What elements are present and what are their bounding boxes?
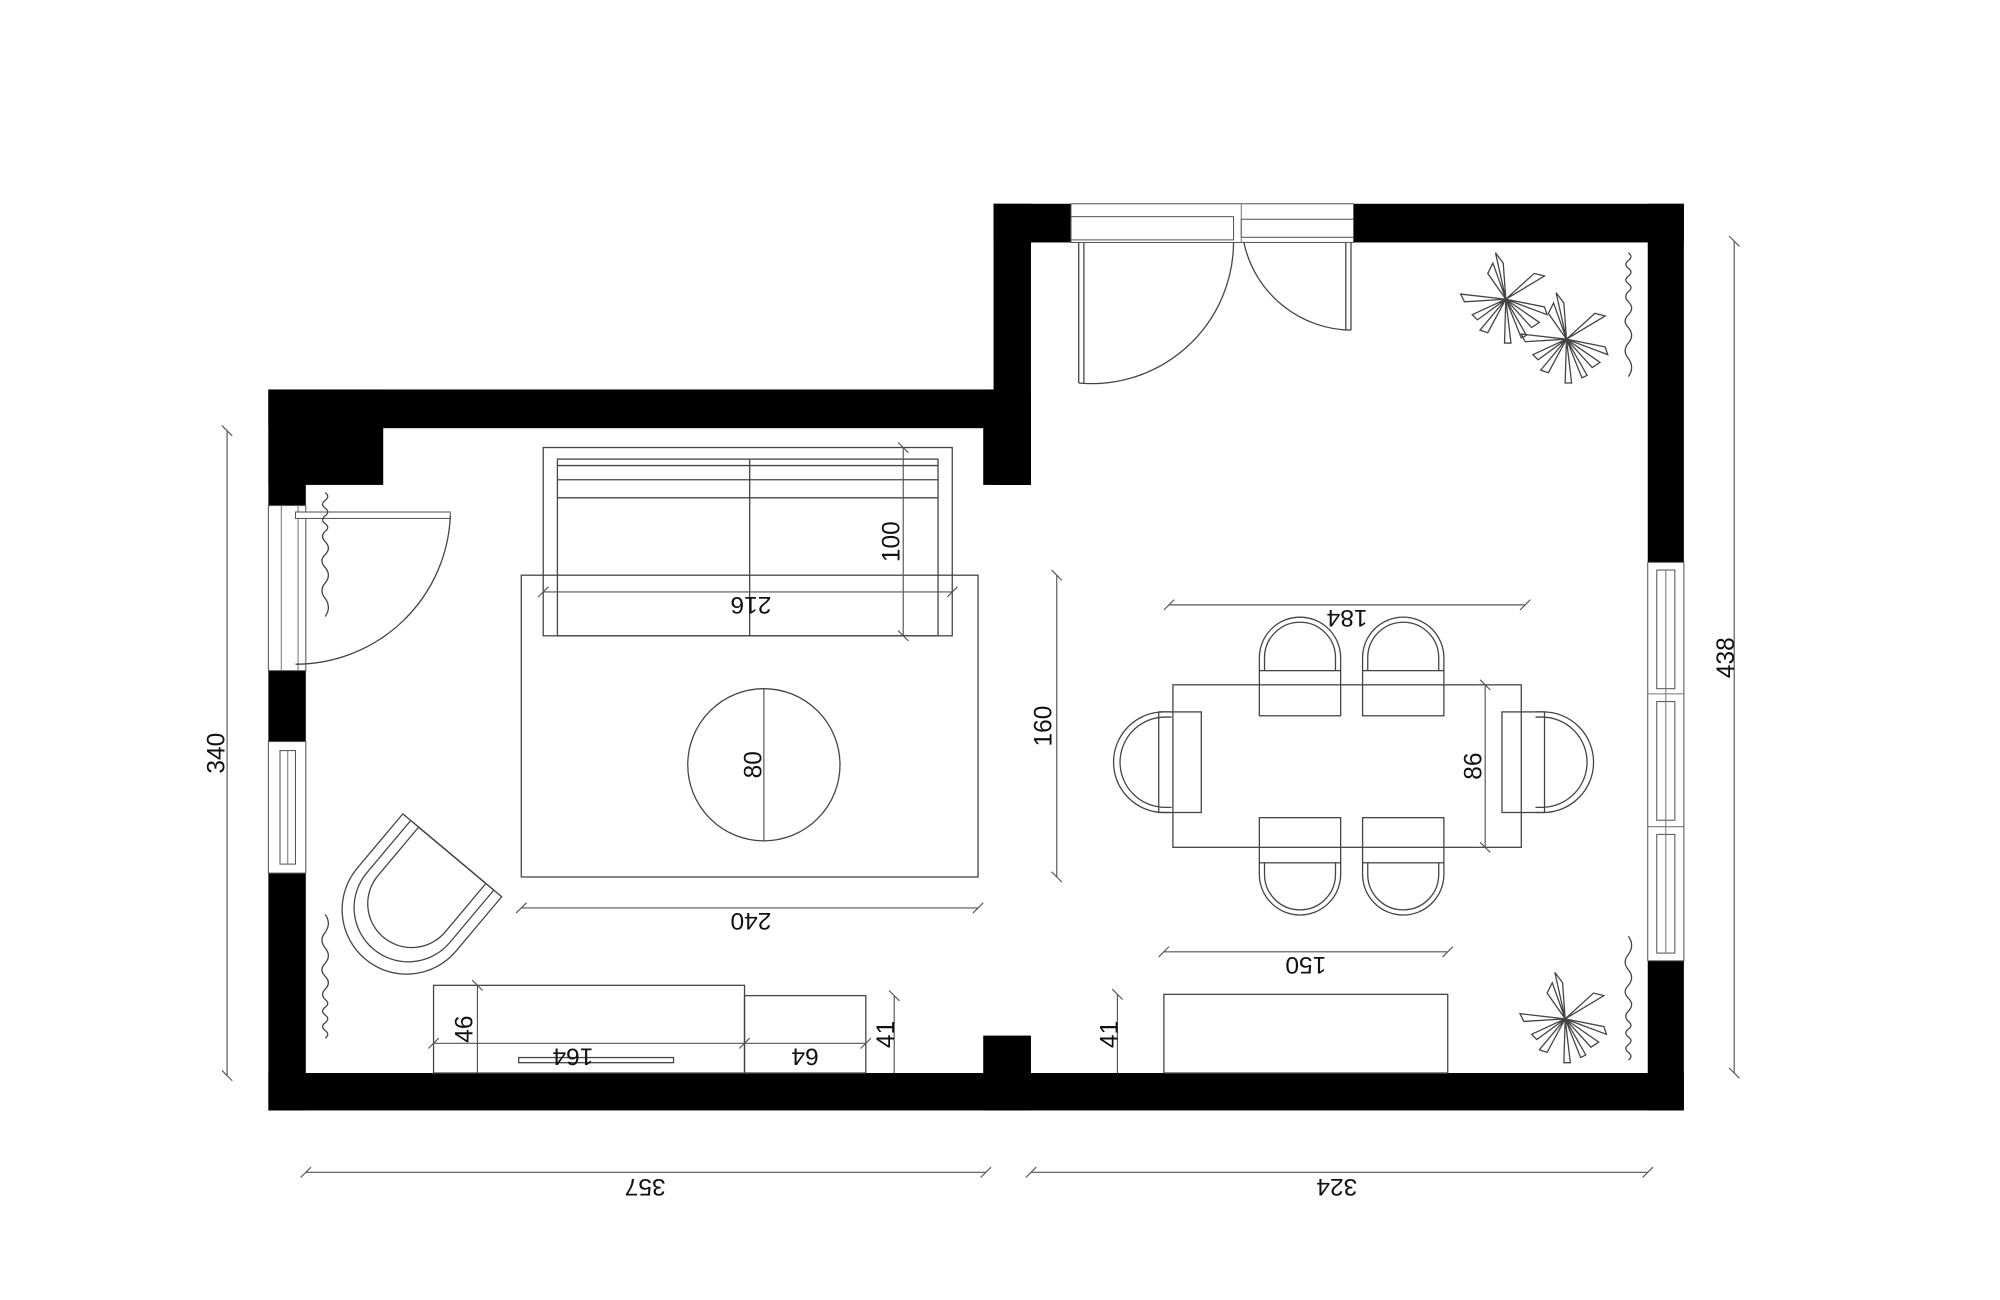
dining-chair[interactable] bbox=[1361, 616, 1445, 717]
curtain-icon bbox=[321, 914, 330, 1039]
dim-label-right-room-height: 438 bbox=[1713, 637, 1740, 678]
dining-table[interactable] bbox=[1172, 684, 1522, 848]
double-entry-door[interactable] bbox=[1070, 203, 1355, 385]
wall-right-upper bbox=[1647, 203, 1684, 563]
curtain-icon bbox=[1624, 935, 1633, 1061]
dining-chair[interactable] bbox=[1361, 817, 1445, 916]
sideboard[interactable] bbox=[1163, 993, 1449, 1074]
curtain-icon bbox=[1624, 252, 1633, 377]
balcony-door[interactable] bbox=[267, 505, 451, 672]
dim-label-rug-depth: 160 bbox=[1031, 706, 1058, 747]
left-window[interactable] bbox=[267, 741, 307, 874]
wall-left-middle bbox=[268, 670, 306, 742]
dimension-lines bbox=[221, 235, 1740, 1178]
walls bbox=[268, 203, 1684, 1111]
dim-label-sideboard-depth: 41 bbox=[1096, 1021, 1123, 1048]
dining-chair[interactable] bbox=[1501, 711, 1595, 814]
wall-left-lower bbox=[268, 873, 306, 1111]
dim-label-side-cabinet-depth: 41 bbox=[873, 1021, 900, 1048]
side-cabinet[interactable] bbox=[743, 994, 867, 1074]
dim-label-left-room-height: 340 bbox=[204, 733, 231, 774]
wall-right-lower bbox=[1647, 960, 1684, 1111]
wall-top-right-b bbox=[1353, 203, 1684, 243]
dim-label-sideboard-width: 150 bbox=[1285, 951, 1326, 978]
right-window[interactable] bbox=[1647, 561, 1685, 962]
dim-label-right-room-width: 324 bbox=[1316, 1173, 1357, 1200]
wall-right-room-left bbox=[993, 203, 1031, 485]
round-coffee-table[interactable] bbox=[687, 688, 841, 842]
armchair[interactable] bbox=[316, 812, 503, 1001]
dim-label-sofa-depth: 100 bbox=[878, 521, 905, 562]
dining-chair[interactable] bbox=[1112, 711, 1202, 814]
wall-bottom bbox=[268, 1073, 1684, 1111]
curtain-icon bbox=[321, 492, 330, 617]
plant-icon bbox=[1459, 252, 1549, 344]
dining-chair[interactable] bbox=[1258, 616, 1342, 717]
dining-chair[interactable] bbox=[1258, 817, 1342, 916]
partition-bottom bbox=[983, 1035, 1031, 1111]
rug[interactable] bbox=[520, 574, 979, 878]
dim-label-dining-table-width: 86 bbox=[1460, 752, 1487, 779]
wall-top-left bbox=[268, 389, 1031, 429]
plant-icon bbox=[1518, 972, 1608, 1064]
dim-label-dining-table-length: 184 bbox=[1327, 604, 1368, 631]
dim-label-side-cabinet-width: 64 bbox=[792, 1043, 819, 1070]
dim-label-tv-unit-depth: 46 bbox=[451, 1016, 478, 1043]
dim-label-rug-width: 240 bbox=[731, 907, 772, 934]
wall-top-right-a bbox=[993, 203, 1071, 243]
dim-label-sofa-width: 216 bbox=[731, 591, 772, 618]
dim-label-left-room-width: 357 bbox=[625, 1173, 666, 1200]
dim-label-tv-unit-width: 164 bbox=[552, 1043, 593, 1070]
plant-icon bbox=[1520, 292, 1609, 384]
dim-label-coffee-table: 80 bbox=[740, 751, 767, 778]
sofa[interactable] bbox=[542, 446, 953, 637]
wall-left-upper bbox=[268, 389, 306, 506]
